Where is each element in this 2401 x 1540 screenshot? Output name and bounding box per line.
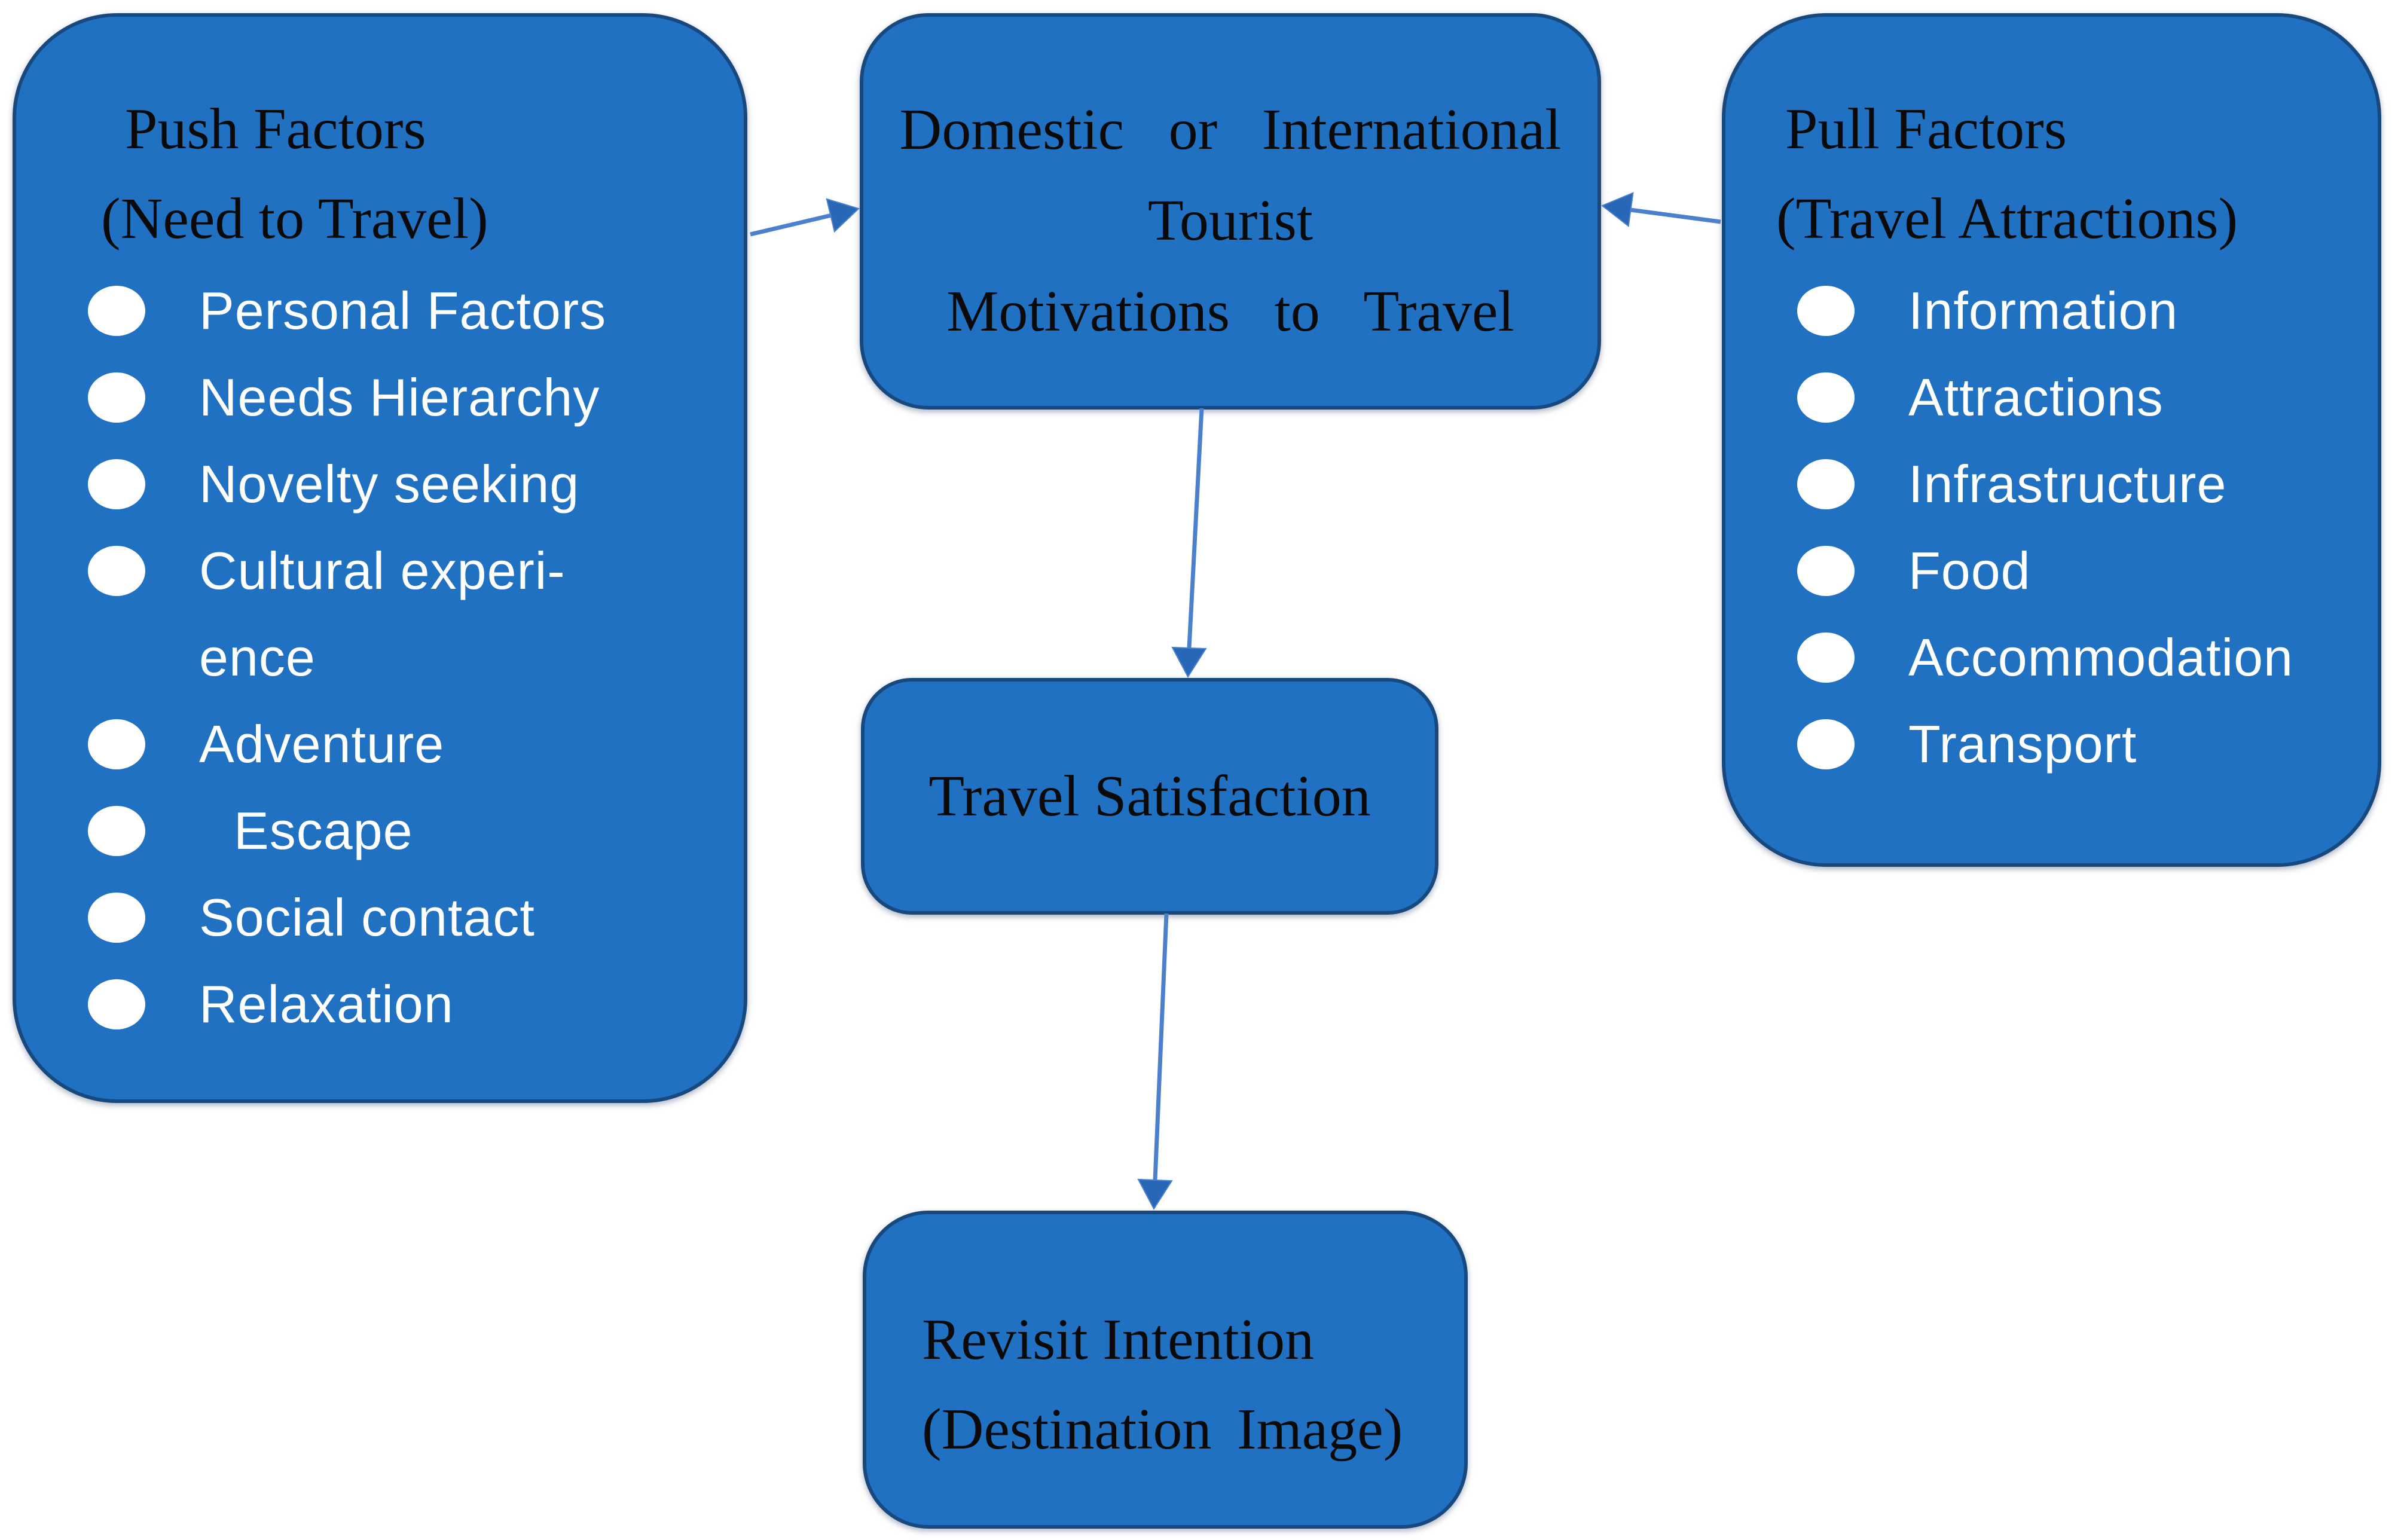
bullet-icon [88,285,145,336]
node-push-factors: Push Factors (Need to Travel) Personal F… [13,13,747,1103]
node-tourist-motivations: Domestic or International Tourist Motiva… [860,13,1601,410]
list-item-label: Infrastructure [1908,454,2227,514]
node-pull-factors: Pull Factors (Travel Attractions) Inform… [1722,13,2381,867]
arrow-motivations-to-satisfaction [1171,408,1207,678]
bullet-icon [1797,545,1855,596]
bullet-icon [88,459,145,509]
bullet-icon [1797,372,1855,423]
list-item: Escape [88,787,744,874]
bullet-icon [88,892,145,943]
list-item-label: Social contact [199,887,535,947]
list-item-label: Adventure [199,714,445,774]
bullet-icon [1797,459,1855,509]
pull-title: Pull Factors [1785,97,2067,161]
bullet-icon [88,805,145,856]
list-item: Personal Factors [88,267,744,354]
list-item: Novelty seeking [88,441,744,527]
list-item-label: Relaxation [199,974,454,1034]
list-item: Social contact [88,874,744,961]
list-item-label: Information [1908,280,2179,340]
motivations-line: Domestic or International [899,97,1562,162]
list-item-label: Novelty seeking [199,454,580,514]
list-item-label: Escape [234,800,413,860]
bullet-icon [88,719,145,769]
list-item: Attractions [1797,354,2378,441]
list-item: Transport [1797,701,2378,787]
motivations-line: Motivations to Travel [946,279,1514,344]
list-item-label: Personal Factors [199,280,607,340]
list-item: Infrastructure [1797,441,2378,527]
list-item: Accommodation [1797,614,2378,701]
bullet-icon [88,979,145,1029]
push-bullet-list: Personal Factors Needs Hierarchy Novelty… [16,267,744,1047]
revisit-line: (Destination Image) [922,1397,1403,1462]
list-item-label: ence [199,627,316,687]
list-item: Relaxation [88,961,744,1047]
list-item-label: Attractions [1908,367,2164,427]
node-travel-satisfaction: Travel Satisfaction [861,678,1438,915]
list-item-label: Cultural experi- [199,540,566,600]
list-item-label: Needs Hierarchy [199,367,600,427]
bullet-icon [1797,285,1855,336]
list-item: Needs Hierarchy [88,354,744,441]
list-item: Cultural experi- [88,527,744,614]
list-item-label: Accommodation [1908,627,2293,687]
list-item-label: Transport [1908,714,2137,774]
arrow-satisfaction-to-revisit [1137,913,1173,1210]
bullet-icon [88,545,145,596]
list-item-continuation: ence [88,614,744,701]
pull-bullet-list: Information Attractions Infrastructure F… [1725,267,2378,787]
pull-subtitle: (Travel Attractions) [1776,187,2238,251]
push-title: Push Factors [125,97,426,161]
node-revisit-intention: Revisit Intention (Destination Image) [863,1211,1468,1529]
bullet-icon [1797,719,1855,769]
list-item: Information [1797,267,2378,354]
arrow-pull-to-motivations [1601,192,1721,228]
satisfaction-label: Travel Satisfaction [928,764,1371,829]
bullet-icon [1797,632,1855,683]
list-item-label: Food [1908,540,2031,600]
list-item: Adventure [88,701,744,787]
arrow-push-to-motivations [750,198,860,237]
motivations-line: Tourist [1147,188,1313,253]
revisit-line: Revisit Intention [922,1307,1314,1372]
push-subtitle: (Need to Travel) [101,187,488,251]
bullet-icon [88,372,145,423]
list-item: Food [1797,527,2378,614]
